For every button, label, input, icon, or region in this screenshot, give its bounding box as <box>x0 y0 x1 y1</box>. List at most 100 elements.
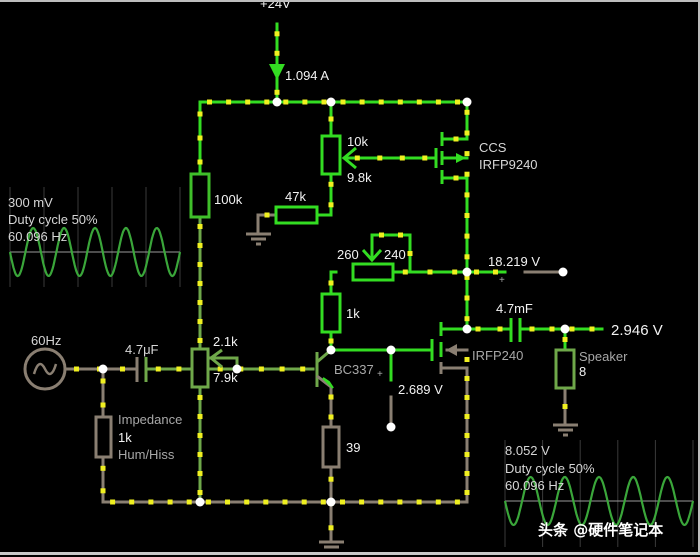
impedance-label: Impedance <box>118 412 182 427</box>
junction-node[interactable] <box>386 422 396 432</box>
wire-output-source[interactable] <box>439 366 469 504</box>
current-dot <box>155 366 161 372</box>
current-dot <box>197 452 203 457</box>
current-dot <box>197 262 203 267</box>
junction-node[interactable] <box>462 267 472 277</box>
current-dot <box>197 300 203 305</box>
junction-node[interactable] <box>232 364 242 374</box>
resistor-1k[interactable]: 1k <box>320 292 360 334</box>
current-dot <box>407 251 413 256</box>
current-dot <box>321 99 327 105</box>
junction-node[interactable] <box>326 97 336 107</box>
junction-node[interactable] <box>462 324 472 334</box>
junction-node[interactable] <box>195 497 205 507</box>
current-dot <box>110 499 116 505</box>
current-dot <box>197 433 203 438</box>
capacitor-input[interactable]: 4.7μF <box>125 342 159 382</box>
junction-node[interactable] <box>558 267 568 277</box>
potentiometer-input-wiper[interactable] <box>208 348 223 369</box>
current-dot <box>129 499 135 505</box>
mosfet-ccs-part: IRFP9240 <box>479 157 538 172</box>
junction-node[interactable] <box>326 497 336 507</box>
potentiometer-ccs[interactable]: 10k 9.8k <box>320 134 372 185</box>
watermark: 头条 @硬件笔记本 <box>538 521 663 539</box>
current-dot <box>197 159 203 165</box>
capacitor-input-value: 4.7μF <box>125 342 159 357</box>
current-dot <box>464 213 470 218</box>
output-scope[interactable]: 8.052 V Duty cycle 50% 60.096 Hz <box>503 440 695 547</box>
mosfet-ccs-arrow-icon <box>456 153 466 163</box>
output-scope-trace <box>503 475 695 527</box>
current-dot <box>378 499 384 505</box>
current-dot <box>464 274 470 280</box>
current-dot <box>320 499 326 505</box>
current-dot <box>354 155 360 161</box>
junction-node[interactable] <box>560 324 570 334</box>
pot-input-top-value: 2.1k <box>213 334 238 349</box>
input-scope[interactable]: 300 mV Duty cycle 50% 60.096 Hz <box>8 187 182 287</box>
current-dot <box>197 111 203 117</box>
pot-ccs-top-value: 10k <box>347 134 368 149</box>
junction-node[interactable] <box>386 345 396 355</box>
resistor-100k[interactable]: 100k <box>189 172 243 219</box>
potentiometer-input[interactable]: 2.1k 7.9k <box>190 334 238 389</box>
current-dot <box>197 471 203 476</box>
current-dot <box>258 366 264 372</box>
voltmeter-plus-icon: + <box>377 369 383 380</box>
mosfet-output-arrow-icon <box>446 344 457 356</box>
current-dot <box>435 499 441 505</box>
potentiometer-bias-wiper[interactable] <box>361 248 383 263</box>
current-arrow-icon <box>269 64 285 80</box>
junction-nodes <box>98 97 570 507</box>
voltmeter-rail[interactable]: 18.219 V + <box>488 254 540 286</box>
resistor-39-value: 39 <box>346 440 360 455</box>
voltmeter-gate-reading: 2.689 V <box>398 382 443 397</box>
resistor-39[interactable]: 39 <box>321 425 360 469</box>
current-dot <box>328 476 334 482</box>
potentiometer-bias[interactable]: 260 240 <box>337 247 406 282</box>
resistor-1k-value: 1k <box>346 306 360 321</box>
junction-node[interactable] <box>272 97 282 107</box>
pot-bias-right-value: 240 <box>384 247 406 262</box>
current-dot <box>464 109 470 115</box>
mosfet-output[interactable]: IRFP240 <box>430 322 523 374</box>
speaker-label: Speaker <box>579 349 628 364</box>
current-dot <box>589 326 595 332</box>
current-dot <box>377 155 383 161</box>
junction-node[interactable] <box>326 345 336 355</box>
current-dot <box>569 326 575 332</box>
impedance-note: Hum/Hiss <box>118 447 175 462</box>
current-dot <box>197 281 203 286</box>
current-dot <box>562 404 568 409</box>
resistor-impedance[interactable]: Impedance 1k Hum/Hiss <box>94 412 182 462</box>
transistor-bc337[interactable]: BC337 <box>315 348 374 389</box>
current-dot <box>328 414 334 420</box>
ac-source[interactable]: 60Hz <box>23 333 67 391</box>
current-dot <box>197 414 203 419</box>
current-dot <box>464 433 470 438</box>
current-dot <box>197 319 203 324</box>
input-scope-trace <box>8 226 182 278</box>
current-dot <box>452 269 458 275</box>
current-dot <box>263 499 269 505</box>
current-dot <box>422 155 428 161</box>
current-dot <box>340 499 345 505</box>
voltmeter-gate[interactable]: + 2.689 V <box>377 369 443 397</box>
current-dot <box>274 31 280 37</box>
junction-node[interactable] <box>462 97 472 107</box>
current-dot <box>120 366 125 372</box>
speaker[interactable]: Speaker 8 <box>554 348 628 390</box>
current-dot <box>464 295 470 301</box>
junction-node[interactable] <box>98 364 108 374</box>
capacitor-output[interactable]: 4.7mF <box>496 301 533 342</box>
resistor-47k[interactable]: 47k <box>274 189 319 225</box>
current-dot <box>176 366 182 372</box>
current-dot <box>475 326 481 332</box>
current-dot <box>464 171 470 177</box>
potentiometer-ccs-wiper[interactable] <box>341 146 357 170</box>
current-dot <box>464 452 470 457</box>
capacitor-output-value: 4.7mF <box>496 301 533 316</box>
mosfet-ccs[interactable]: CCS IRFP9240 <box>434 132 538 184</box>
